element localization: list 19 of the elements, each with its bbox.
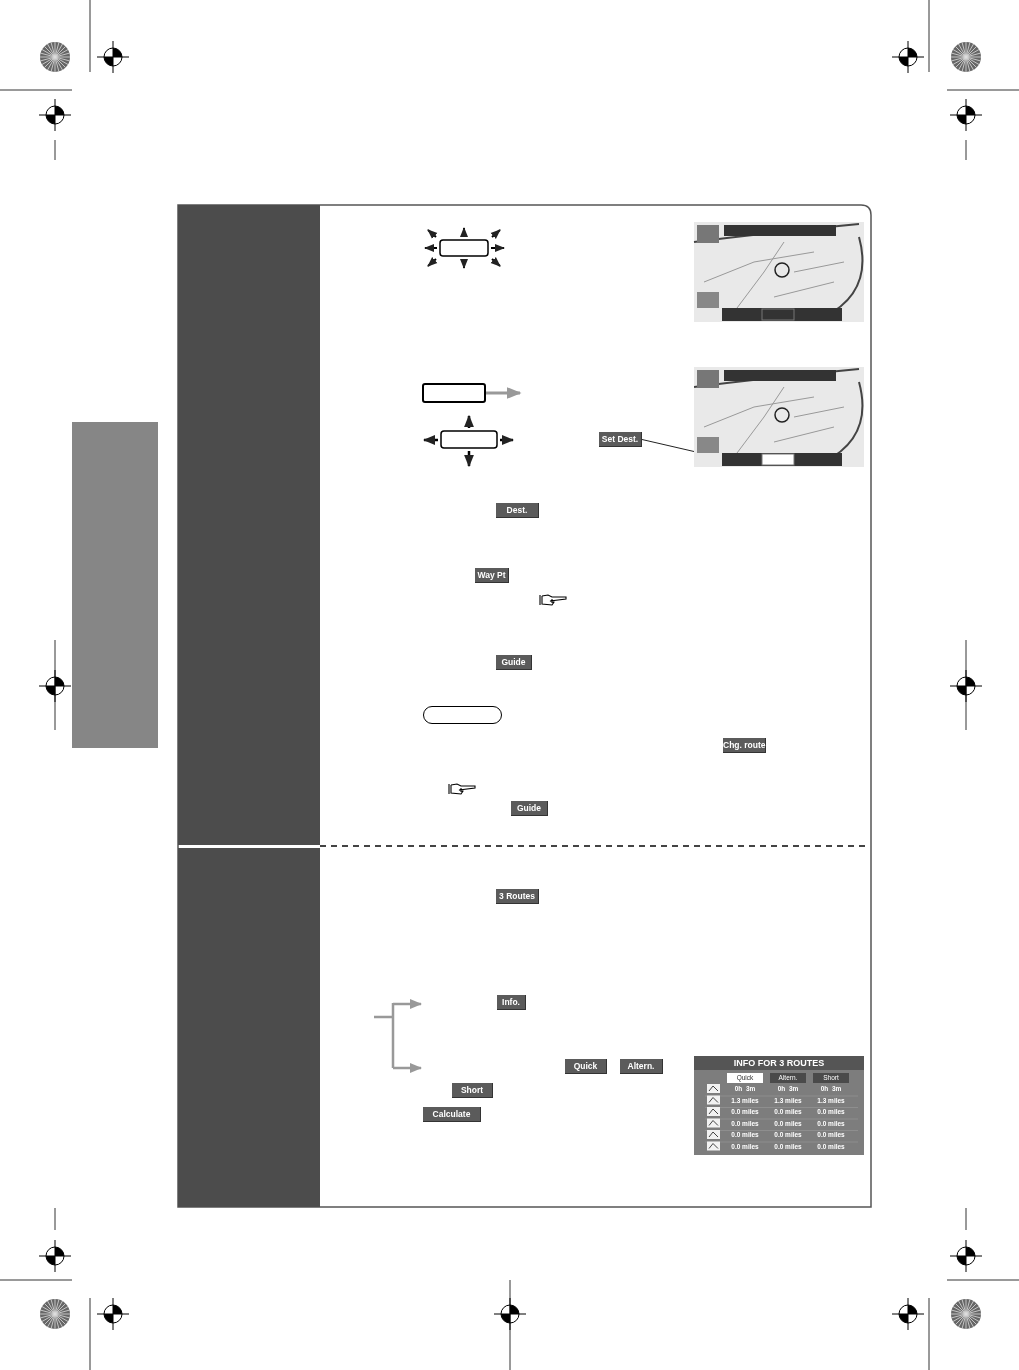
button-label: Set Dest. [599,432,642,447]
button-label: Quick [565,1059,607,1074]
button-label: Info. [497,995,526,1010]
panel-title: INFO FOR 3 ROUTES [732,1058,826,1069]
key-outline [423,706,502,724]
arrow [486,387,522,399]
button-label: Short [452,1083,493,1098]
button-label: Altern. [620,1059,663,1074]
picture [694,367,864,467]
button-label: 3 Routes [496,889,539,904]
side-tab [72,422,158,748]
key-outline [422,383,486,403]
leader-line [641,439,695,452]
button-label: Calculate [423,1107,481,1122]
button-label: Guide [511,801,548,816]
button-label: Way Pt [475,568,509,583]
button-label: Chg. route [723,738,766,753]
button-label: Guide [496,655,532,670]
button-label: Dest. [496,503,539,518]
